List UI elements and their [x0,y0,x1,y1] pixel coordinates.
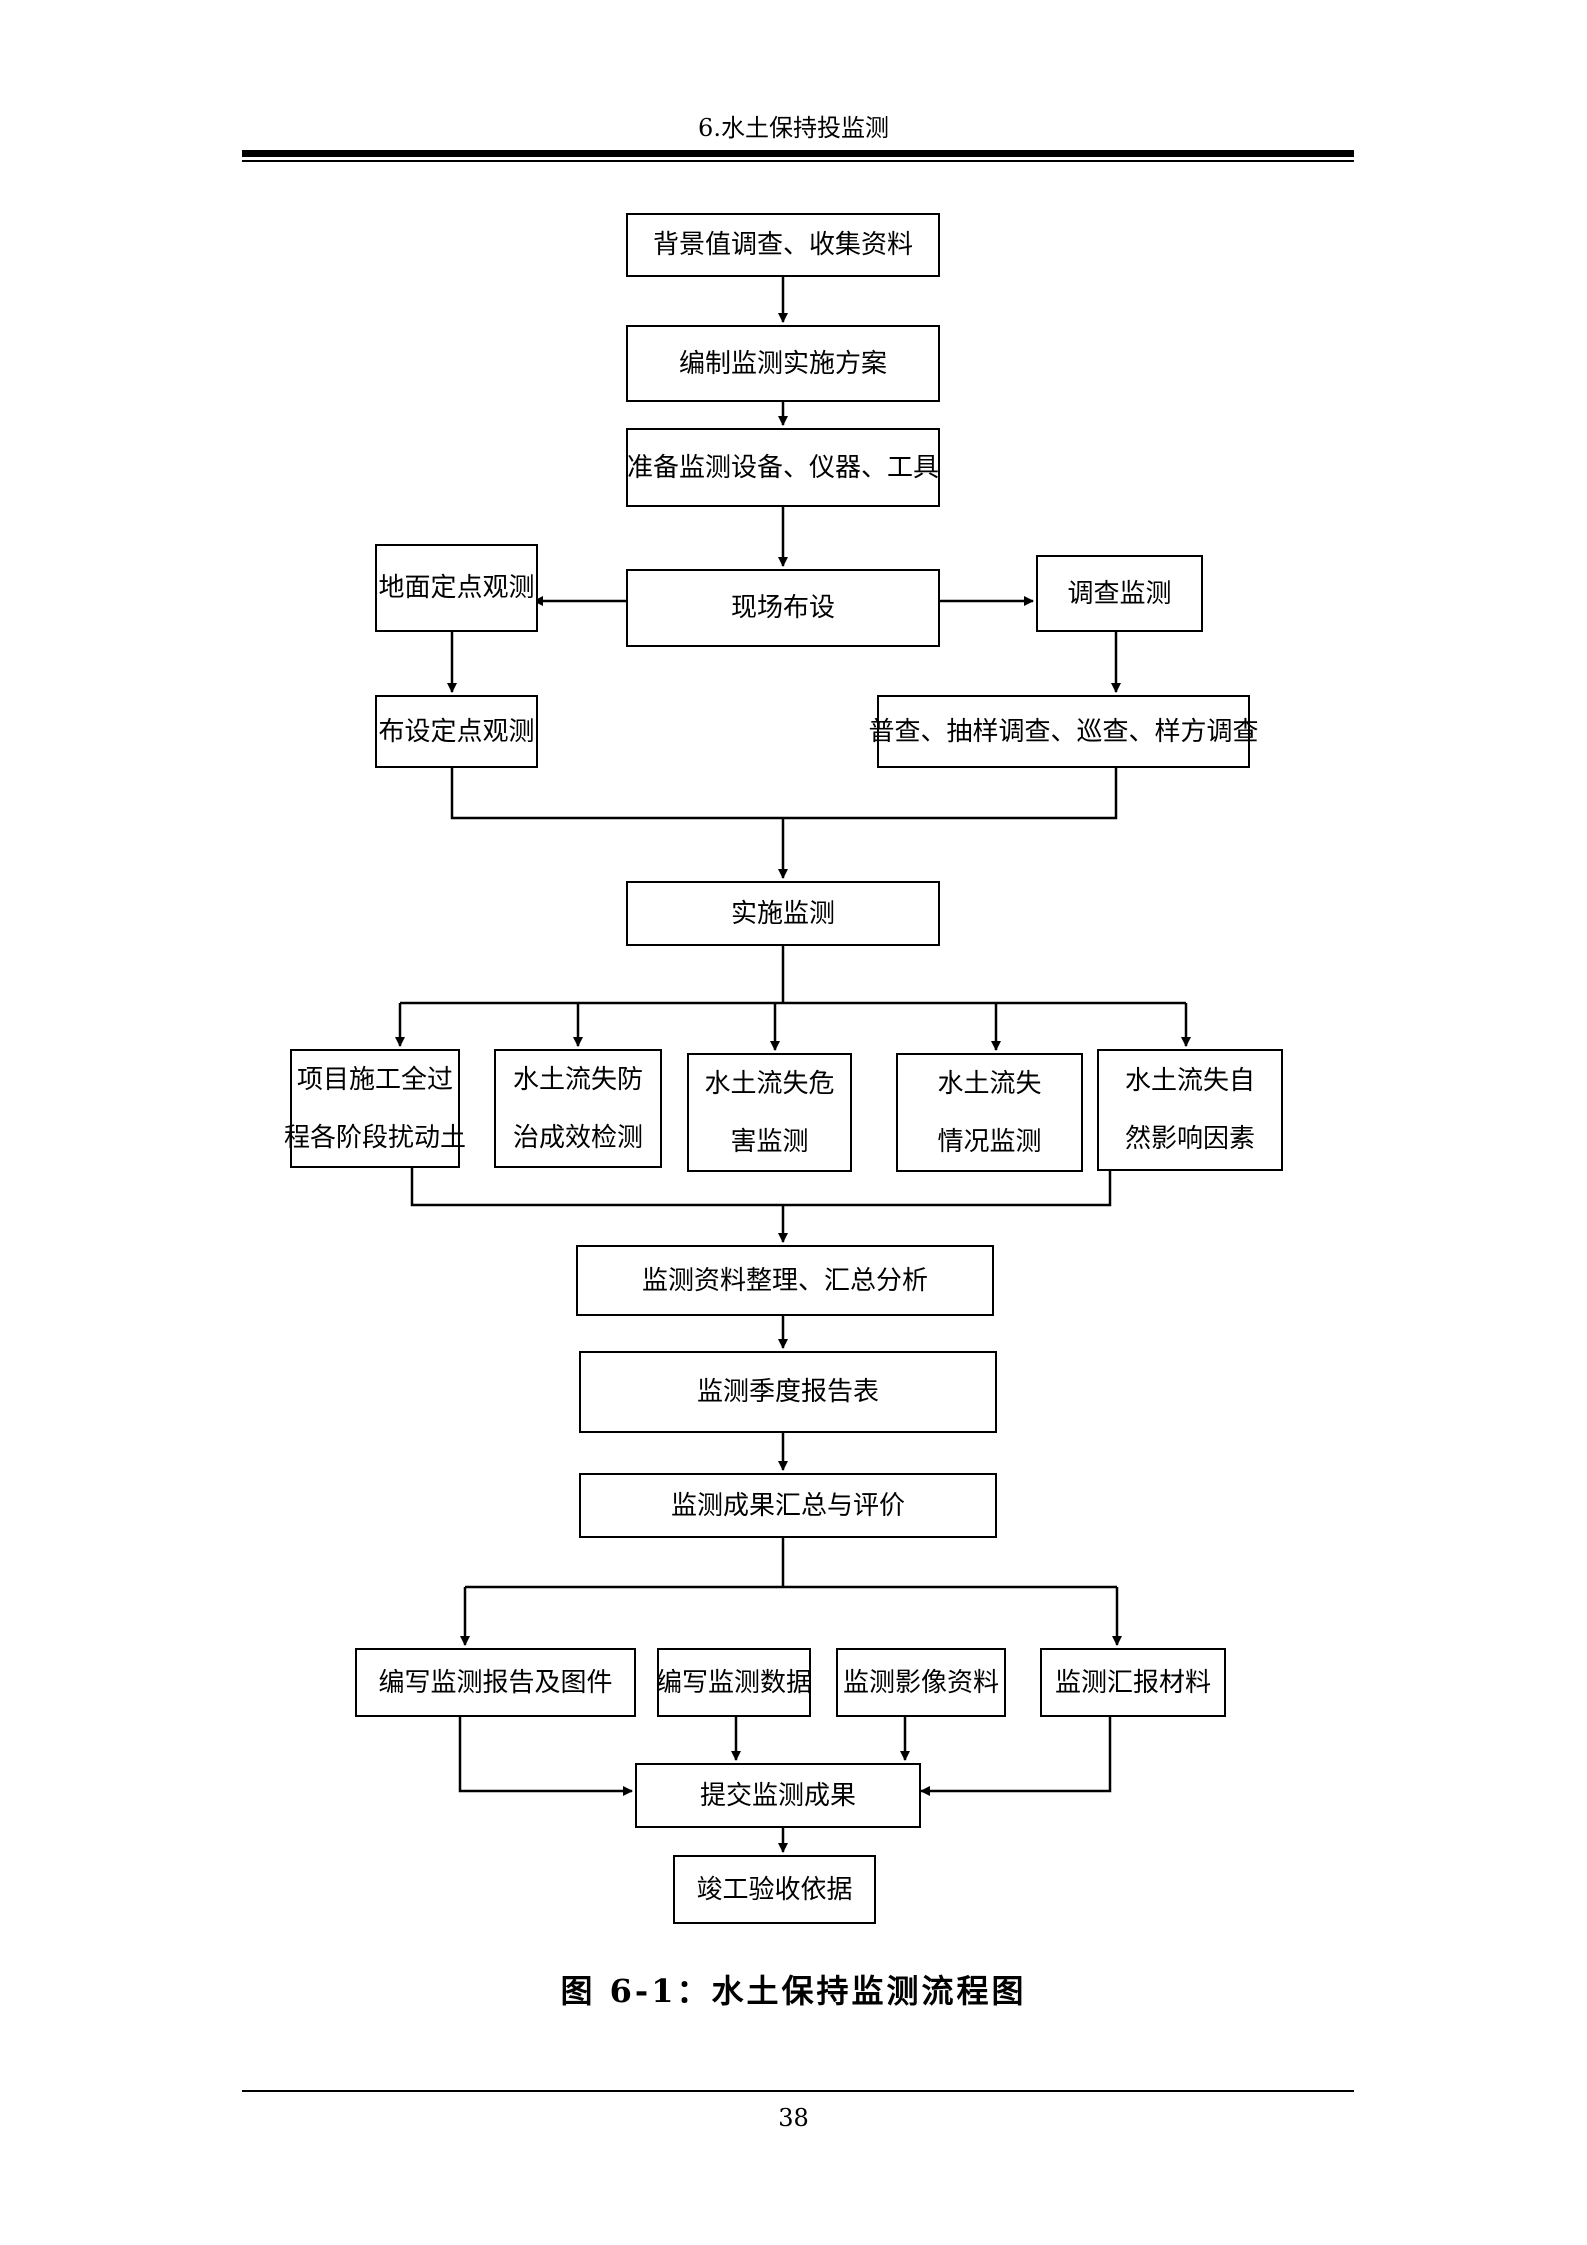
header-rule-thin [242,160,1354,162]
box-label-line2: 害监测 [730,1126,809,1157]
box-label-line1: 项目施工全过 [296,1064,453,1095]
arrow-write-report-to-submit [458,1717,633,1796]
box-report-materials: 监测汇报材料 [1040,1648,1226,1717]
box-label: 竣工验收依据 [696,1874,853,1905]
box-label: 监测成果汇总与评价 [670,1490,905,1521]
box-prepare-equipment: 准备监测设备、仪器、工具 [626,428,940,507]
box-label-line2: 情况监测 [937,1126,1042,1157]
box-label: 编制监测实施方案 [678,348,887,379]
footer-rule [242,2090,1354,2092]
box-label: 现场布设 [730,593,835,623]
box-branch-erosion-status: 水土流失情况监测 [896,1053,1083,1172]
box-label: 提交监测成果 [699,1780,856,1811]
box-site-layout: 现场布设 [626,569,940,647]
box-label-line2: 然影响因素 [1124,1124,1255,1154]
box-label-line2: 程各阶段扰动土 [284,1122,467,1153]
box-quarterly-report: 监测季度报告表 [579,1351,997,1433]
box-implement-monitoring: 实施监测 [626,881,940,946]
box-label-line2: 治成效检测 [512,1122,643,1153]
box-branch-erosion-hazard: 水土流失危害监测 [687,1053,852,1172]
figure-caption: 图 6-1：水土保持监测流程图 [560,1972,1027,2010]
running-header: 6.水土保持投监测 [698,114,889,142]
box-acceptance-basis: 竣工验收依据 [673,1855,876,1924]
box-branch-natural-factors: 水土流失自然影响因素 [1097,1049,1283,1171]
box-write-report: 编写监测报告及图件 [355,1648,636,1717]
box-label: 监测汇报材料 [1054,1667,1211,1698]
box-submit-results: 提交监测成果 [635,1763,921,1828]
box-results-summary: 监测成果汇总与评价 [579,1473,997,1538]
box-ground-observation: 地面定点观测 [375,544,538,632]
box-label: 监测季度报告表 [696,1377,879,1407]
box-set-observation-points: 布设定点观测 [375,695,538,768]
box-label: 准备监测设备、仪器、工具 [627,452,940,483]
box-label: 地面定点观测 [378,573,535,603]
box-branch-control-effectiveness: 水土流失防治成效检测 [494,1049,662,1168]
box-label: 实施监测 [730,898,835,929]
arrow-report-mat-to-submit [920,1717,1112,1796]
box-label: 监测资料整理、汇总分析 [641,1265,928,1296]
box-background-survey: 背景值调查、收集资料 [626,213,940,277]
box-image-data: 监测影像资料 [836,1648,1006,1717]
box-label: 布设定点观测 [378,716,535,747]
box-label: 编写监测报告及图件 [378,1667,613,1698]
merge-line-branches [410,1168,1112,1207]
box-label-line1: 水土流失自 [1124,1066,1255,1096]
box-monitoring-plan: 编制监测实施方案 [626,325,940,402]
box-write-data: 编写监测数据 [656,1648,813,1717]
box-label: 调查监测 [1067,578,1172,609]
box-survey-types: 普查、抽样调查、巡查、样方调查 [869,695,1259,768]
box-label-line1: 水土流失危 [704,1068,835,1099]
box-label: 监测影像资料 [842,1667,999,1698]
box-organize-analyze: 监测资料整理、汇总分析 [576,1245,994,1316]
box-label: 普查、抽样调查、巡查、样方调查 [868,716,1259,747]
header-rule-thick [242,150,1354,157]
box-branch-construction-disturbance: 项目施工全过程各阶段扰动土 [284,1049,466,1168]
box-label-line1: 水土流失防 [512,1064,643,1095]
merge-line-observation [450,768,1118,820]
page-number: 38 [778,2104,809,2132]
box-survey-monitoring: 调查监测 [1036,555,1203,632]
box-label: 编写监测数据 [656,1667,813,1698]
box-label: 背景值调查、收集资料 [652,230,913,260]
box-label-line1: 水土流失 [937,1068,1042,1099]
